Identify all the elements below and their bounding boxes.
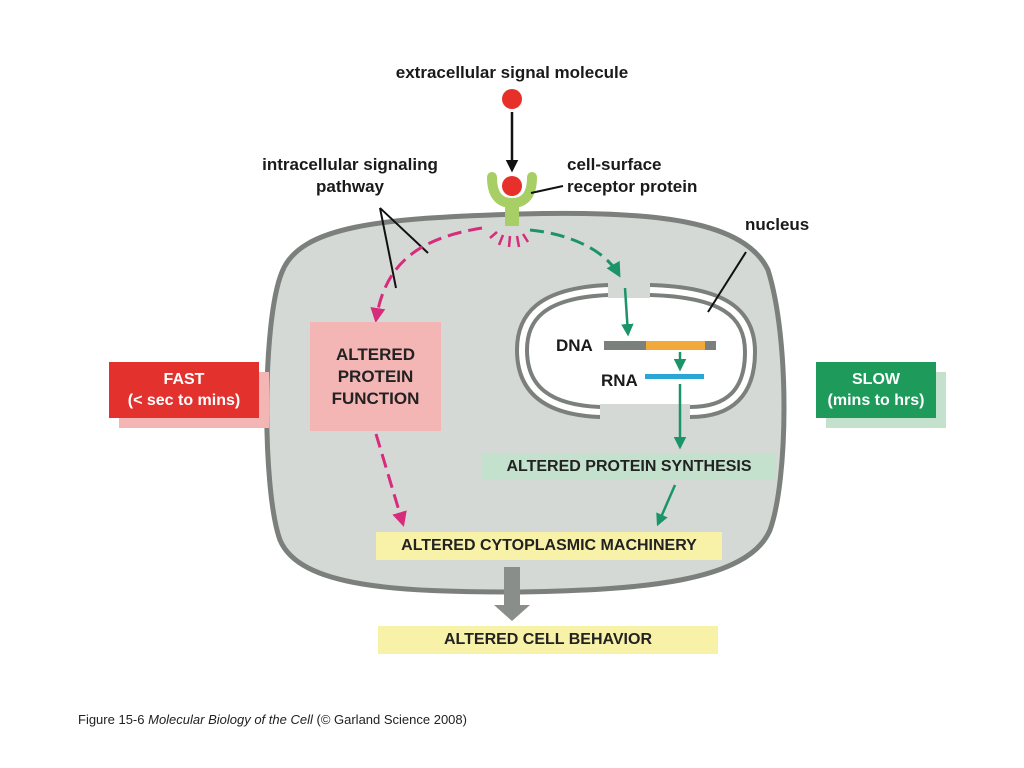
fast-pathway-arrow xyxy=(370,226,483,323)
receptor-label-line2: receptor protein xyxy=(567,177,698,196)
signal-molecule xyxy=(502,89,522,109)
slow-title: SLOW xyxy=(852,371,900,388)
fast-box: FAST (< sec to mins) xyxy=(109,362,259,418)
slow-box: SLOW (mins to hrs) xyxy=(816,362,936,418)
nucleus-label: nucleus xyxy=(745,215,810,234)
altered-cytoplasmic-machinery-box: ALTERED CYTOPLASMIC MACHINERY xyxy=(376,532,722,560)
slow-subtitle: (mins to hrs) xyxy=(827,392,925,409)
caption-prefix: Figure 15-6 xyxy=(78,712,145,727)
protein-function-line1: ALTERED xyxy=(335,344,415,364)
altered-protein-function-box: ALTERED PROTEIN FUNCTION xyxy=(310,322,441,431)
fast-title: FAST xyxy=(163,371,205,388)
altered-cell-behavior-box: ALTERED CELL BEHAVIOR xyxy=(378,626,718,654)
protein-function-line2: PROTEIN xyxy=(337,366,414,386)
fast-subtitle: (< sec to mins) xyxy=(127,392,241,409)
dna-label: DNA xyxy=(556,336,593,355)
protein-function-line3: FUNCTION xyxy=(331,388,420,408)
fast-pathway-arrow-lower xyxy=(374,433,407,527)
rna-strand xyxy=(645,374,704,379)
behavior-arrow xyxy=(494,567,530,621)
caption-book-title: Molecular Biology of the Cell xyxy=(148,712,313,727)
signal-molecule-label: extracellular signal molecule xyxy=(395,63,629,82)
receptor-protein xyxy=(487,172,537,226)
receptor-label-line1: cell-surface xyxy=(567,155,662,174)
pathway-label-line2: pathway xyxy=(315,177,385,196)
activation-ticks xyxy=(489,231,530,248)
pathway-label-line1: intracellular signaling xyxy=(262,155,438,174)
nucleus-interior xyxy=(560,312,735,400)
altered-protein-synthesis-box: ALTERED PROTEIN SYNTHESIS xyxy=(482,453,776,480)
caption-suffix: (© Garland Science 2008) xyxy=(316,712,467,727)
rna-label: RNA xyxy=(601,371,638,390)
slow-pathway-arrow xyxy=(529,228,621,278)
figure-caption: Figure 15-6 Molecular Biology of the Cel… xyxy=(78,712,467,727)
dna-gene xyxy=(646,341,705,350)
